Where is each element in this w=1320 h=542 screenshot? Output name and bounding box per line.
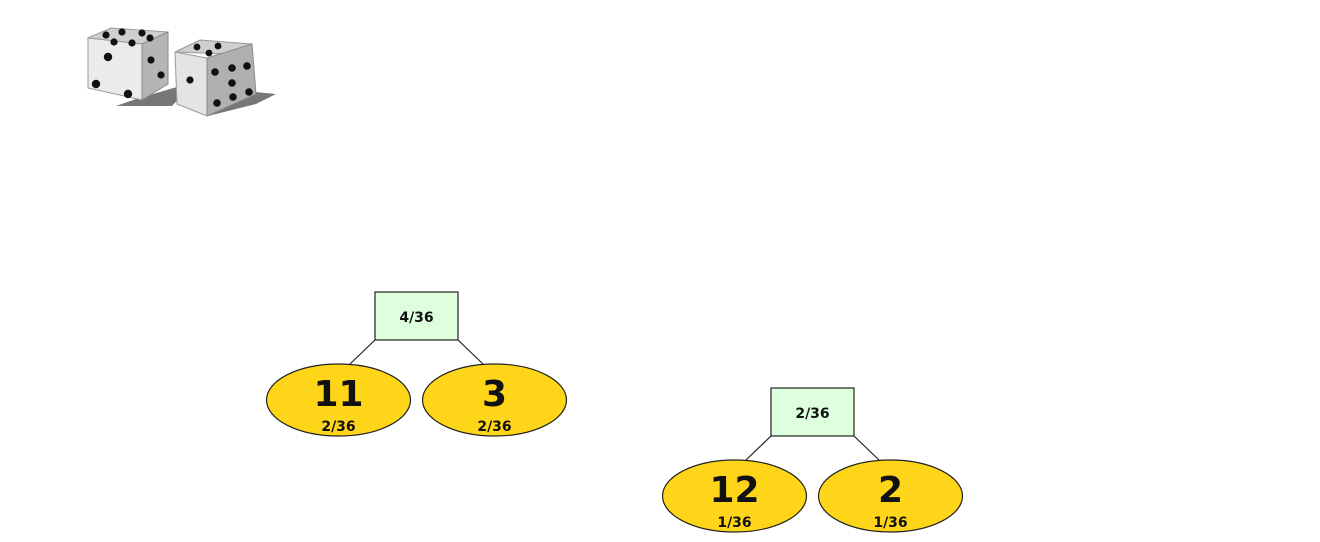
outcome-oval — [265, 363, 412, 437]
outcome-total: 2 — [878, 470, 903, 511]
branch-line — [853, 435, 880, 461]
tree-2: 2/36 12 1/36 2 1/36 — [661, 387, 964, 533]
outcome-total: 12 — [709, 470, 759, 511]
outcome-total: 11 — [313, 374, 363, 415]
parent-box — [374, 291, 459, 341]
dice-pair-icon — [86, 27, 276, 117]
die-shadow — [116, 82, 194, 106]
parent-box — [770, 387, 855, 437]
die-left-icon — [86, 27, 169, 101]
tree-1: 4/36 11 2/36 3 2/36 — [265, 291, 568, 437]
outcome-probability: 2/36 — [477, 419, 511, 435]
branch-line — [457, 339, 484, 365]
branch-line — [349, 339, 376, 365]
die-right-icon — [174, 39, 257, 117]
outcome-oval — [421, 363, 568, 437]
outcome-probability: 1/36 — [873, 515, 907, 531]
parent-probability: 2/36 — [795, 406, 829, 422]
parent-probability: 4/36 — [399, 310, 433, 326]
outcome-oval — [817, 459, 964, 533]
outcome-probability: 1/36 — [717, 515, 751, 531]
outcome-total: 3 — [482, 374, 507, 415]
branch-line — [745, 435, 772, 461]
die-shadow — [208, 90, 276, 116]
outcome-probability: 2/36 — [321, 419, 355, 435]
outcome-oval — [661, 459, 808, 533]
